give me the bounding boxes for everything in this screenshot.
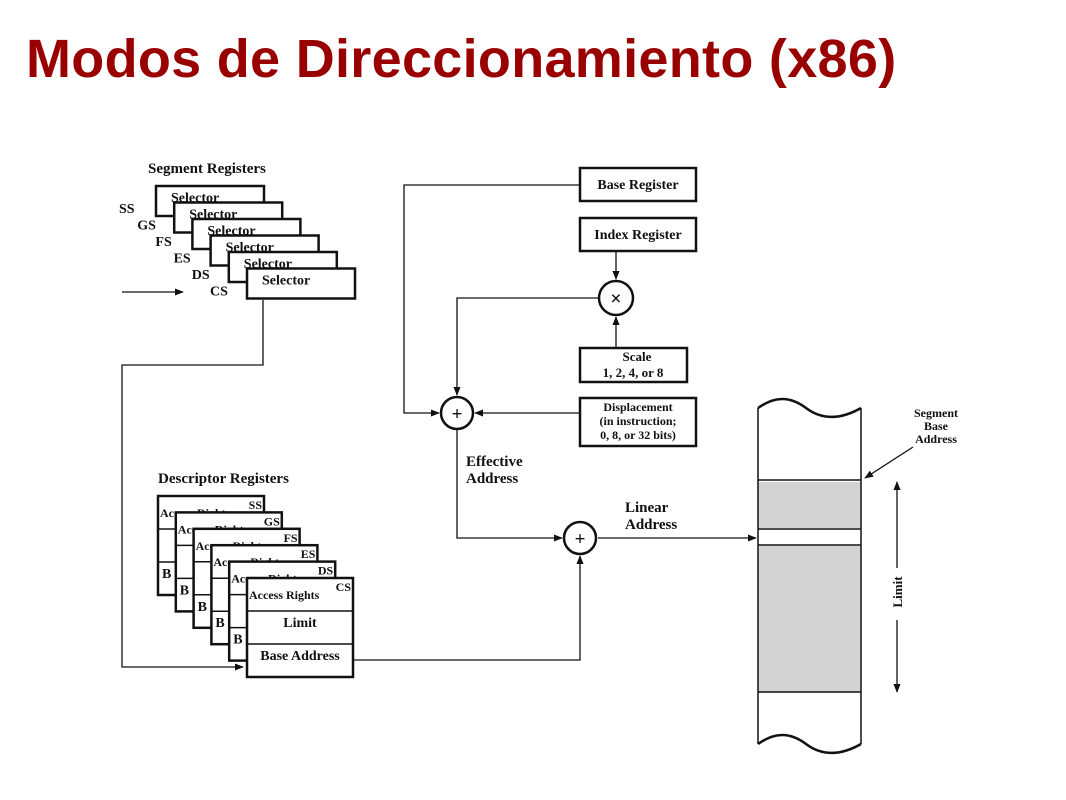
limit-field-label: Limit: [283, 616, 317, 631]
descriptor-register-name: DS: [318, 564, 334, 578]
base-address-partial-label: B: [180, 583, 189, 598]
segment-base-address-label-3: Address: [915, 432, 957, 446]
page-title: Modos de Direccionamiento (x86): [26, 29, 897, 89]
displacement-line3: 0, 8, or 32 bits): [600, 428, 676, 442]
index-register-box: [578, 216, 698, 253]
segment-register-name: SS: [119, 202, 135, 217]
linear-adder-node: [562, 520, 598, 556]
linear-address-label-2: Address: [625, 517, 677, 533]
base-to-adder-line: [403, 184, 580, 417]
descriptor-registers-heading: Descriptor Registers: [158, 471, 289, 487]
descriptor-register-name: ES: [301, 547, 316, 561]
index-register-label: Index Register: [594, 228, 682, 243]
descriptor-register-stack: Access RightsSSBAccess RightsGSBAccess R…: [156, 494, 355, 679]
base-register-label: Base Register: [597, 178, 678, 193]
segment-base-address-label: Segment: [914, 406, 958, 420]
selector-to-descriptor-line: [121, 300, 264, 671]
descriptor-register-name: CS: [336, 580, 352, 594]
segment-register-name: GS: [137, 219, 156, 234]
descriptor-register-name: FS: [284, 531, 298, 545]
scale-values: 1, 2, 4, or 8: [603, 365, 664, 380]
base-address-partial-label: B: [215, 616, 224, 631]
multiply-symbol: ×: [610, 288, 621, 310]
linear-address-label: Linear: [625, 500, 669, 516]
selector-box-cs: [245, 267, 357, 300]
effective-adder-symbol: +: [452, 404, 463, 425]
segment-base-pointer-arrow: [864, 446, 914, 479]
base-address-partial-label: B: [162, 567, 171, 582]
scale-label: Scale: [623, 349, 652, 364]
multiply-to-adder-line: [453, 297, 599, 396]
descriptor-register-name: SS: [249, 498, 263, 512]
displacement-label: Displacement: [603, 400, 672, 414]
effective-address-label: Effective: [466, 454, 523, 470]
linear-adder-symbol: +: [575, 529, 586, 550]
displacement-box: [578, 396, 698, 448]
base-address-partial-label: B: [198, 600, 207, 615]
effective-address-label-2: Address: [466, 471, 518, 487]
segment-register-name: CS: [210, 285, 228, 300]
base-address-field-label: Base Address: [260, 649, 340, 664]
segment-base-address-label-2: Base: [924, 419, 949, 433]
segment-register-name: ES: [174, 252, 191, 267]
base-address-partial-label: B: [233, 633, 242, 648]
displacement-line2: (in instruction;: [599, 414, 676, 428]
effective-to-linear-line: [456, 429, 563, 542]
access-rights-label: Access Rights: [249, 588, 320, 602]
segment-register-name: FS: [155, 235, 172, 250]
limit-label: Limit: [890, 576, 905, 608]
scale-box: [578, 346, 689, 384]
base-address-to-linear-line: [352, 555, 584, 661]
segment-registers-heading: Segment Registers: [148, 161, 266, 177]
segment-area-bottom: [758, 546, 861, 692]
segment-area-top: [758, 482, 861, 528]
segment-register-name: DS: [192, 268, 210, 283]
descriptor-box-cs: [245, 576, 355, 679]
selector-label: Selector: [262, 274, 310, 289]
descriptor-register-name: GS: [264, 514, 280, 528]
memory-segment-column: [757, 397, 862, 755]
